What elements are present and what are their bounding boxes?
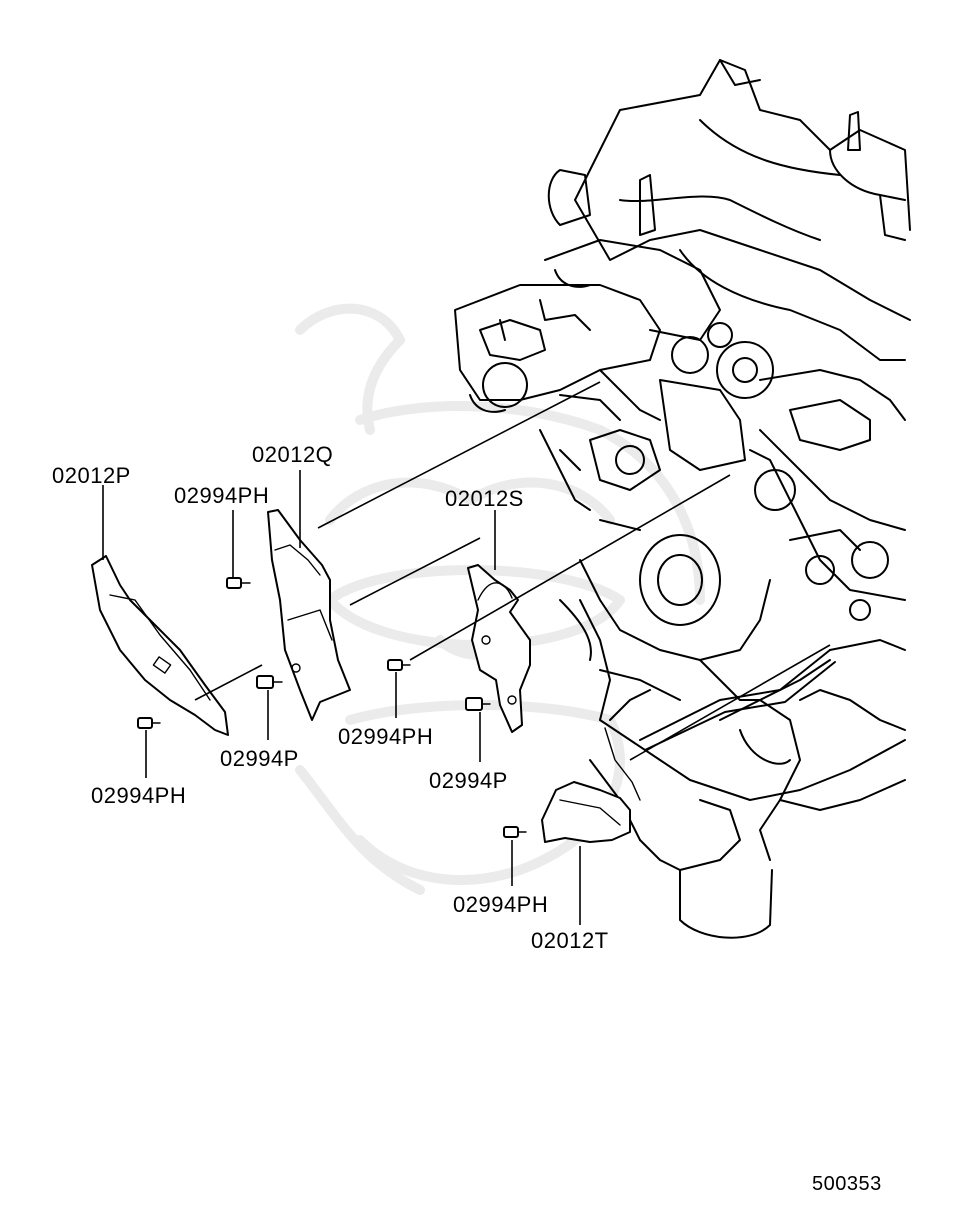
leader-lines bbox=[102, 470, 581, 925]
label-02994P-1: 02994P bbox=[220, 746, 299, 771]
bolt-02994P-2 bbox=[465, 697, 491, 711]
timing-cover-02012Q bbox=[267, 509, 351, 721]
label-02012P: 02012P bbox=[52, 463, 131, 488]
bolt-02994PH-4 bbox=[503, 826, 527, 838]
label-02994PH-1: 02994PH bbox=[174, 483, 269, 508]
timing-cover-02012P bbox=[91, 555, 229, 736]
label-02994P-2: 02994P bbox=[429, 768, 508, 793]
label-02012T: 02012T bbox=[531, 928, 609, 953]
bracket-02012T bbox=[541, 781, 631, 843]
bolt-02994P-1 bbox=[256, 675, 283, 689]
label-02012Q: 02012Q bbox=[252, 442, 333, 467]
bolt-02994PH-3 bbox=[387, 659, 411, 671]
bolt-02994PH-1 bbox=[226, 577, 251, 589]
assembly-lines bbox=[194, 381, 831, 761]
figure-id: 500353 bbox=[812, 1173, 882, 1195]
label-02994PH-2: 02994PH bbox=[91, 783, 186, 808]
label-02012S: 02012S bbox=[445, 486, 524, 511]
label-02994PH-4: 02994PH bbox=[453, 892, 548, 917]
label-02994PH-3: 02994PH bbox=[338, 724, 433, 749]
bolt-02994PH-2 bbox=[137, 717, 161, 729]
engine-assembly bbox=[454, 59, 911, 939]
